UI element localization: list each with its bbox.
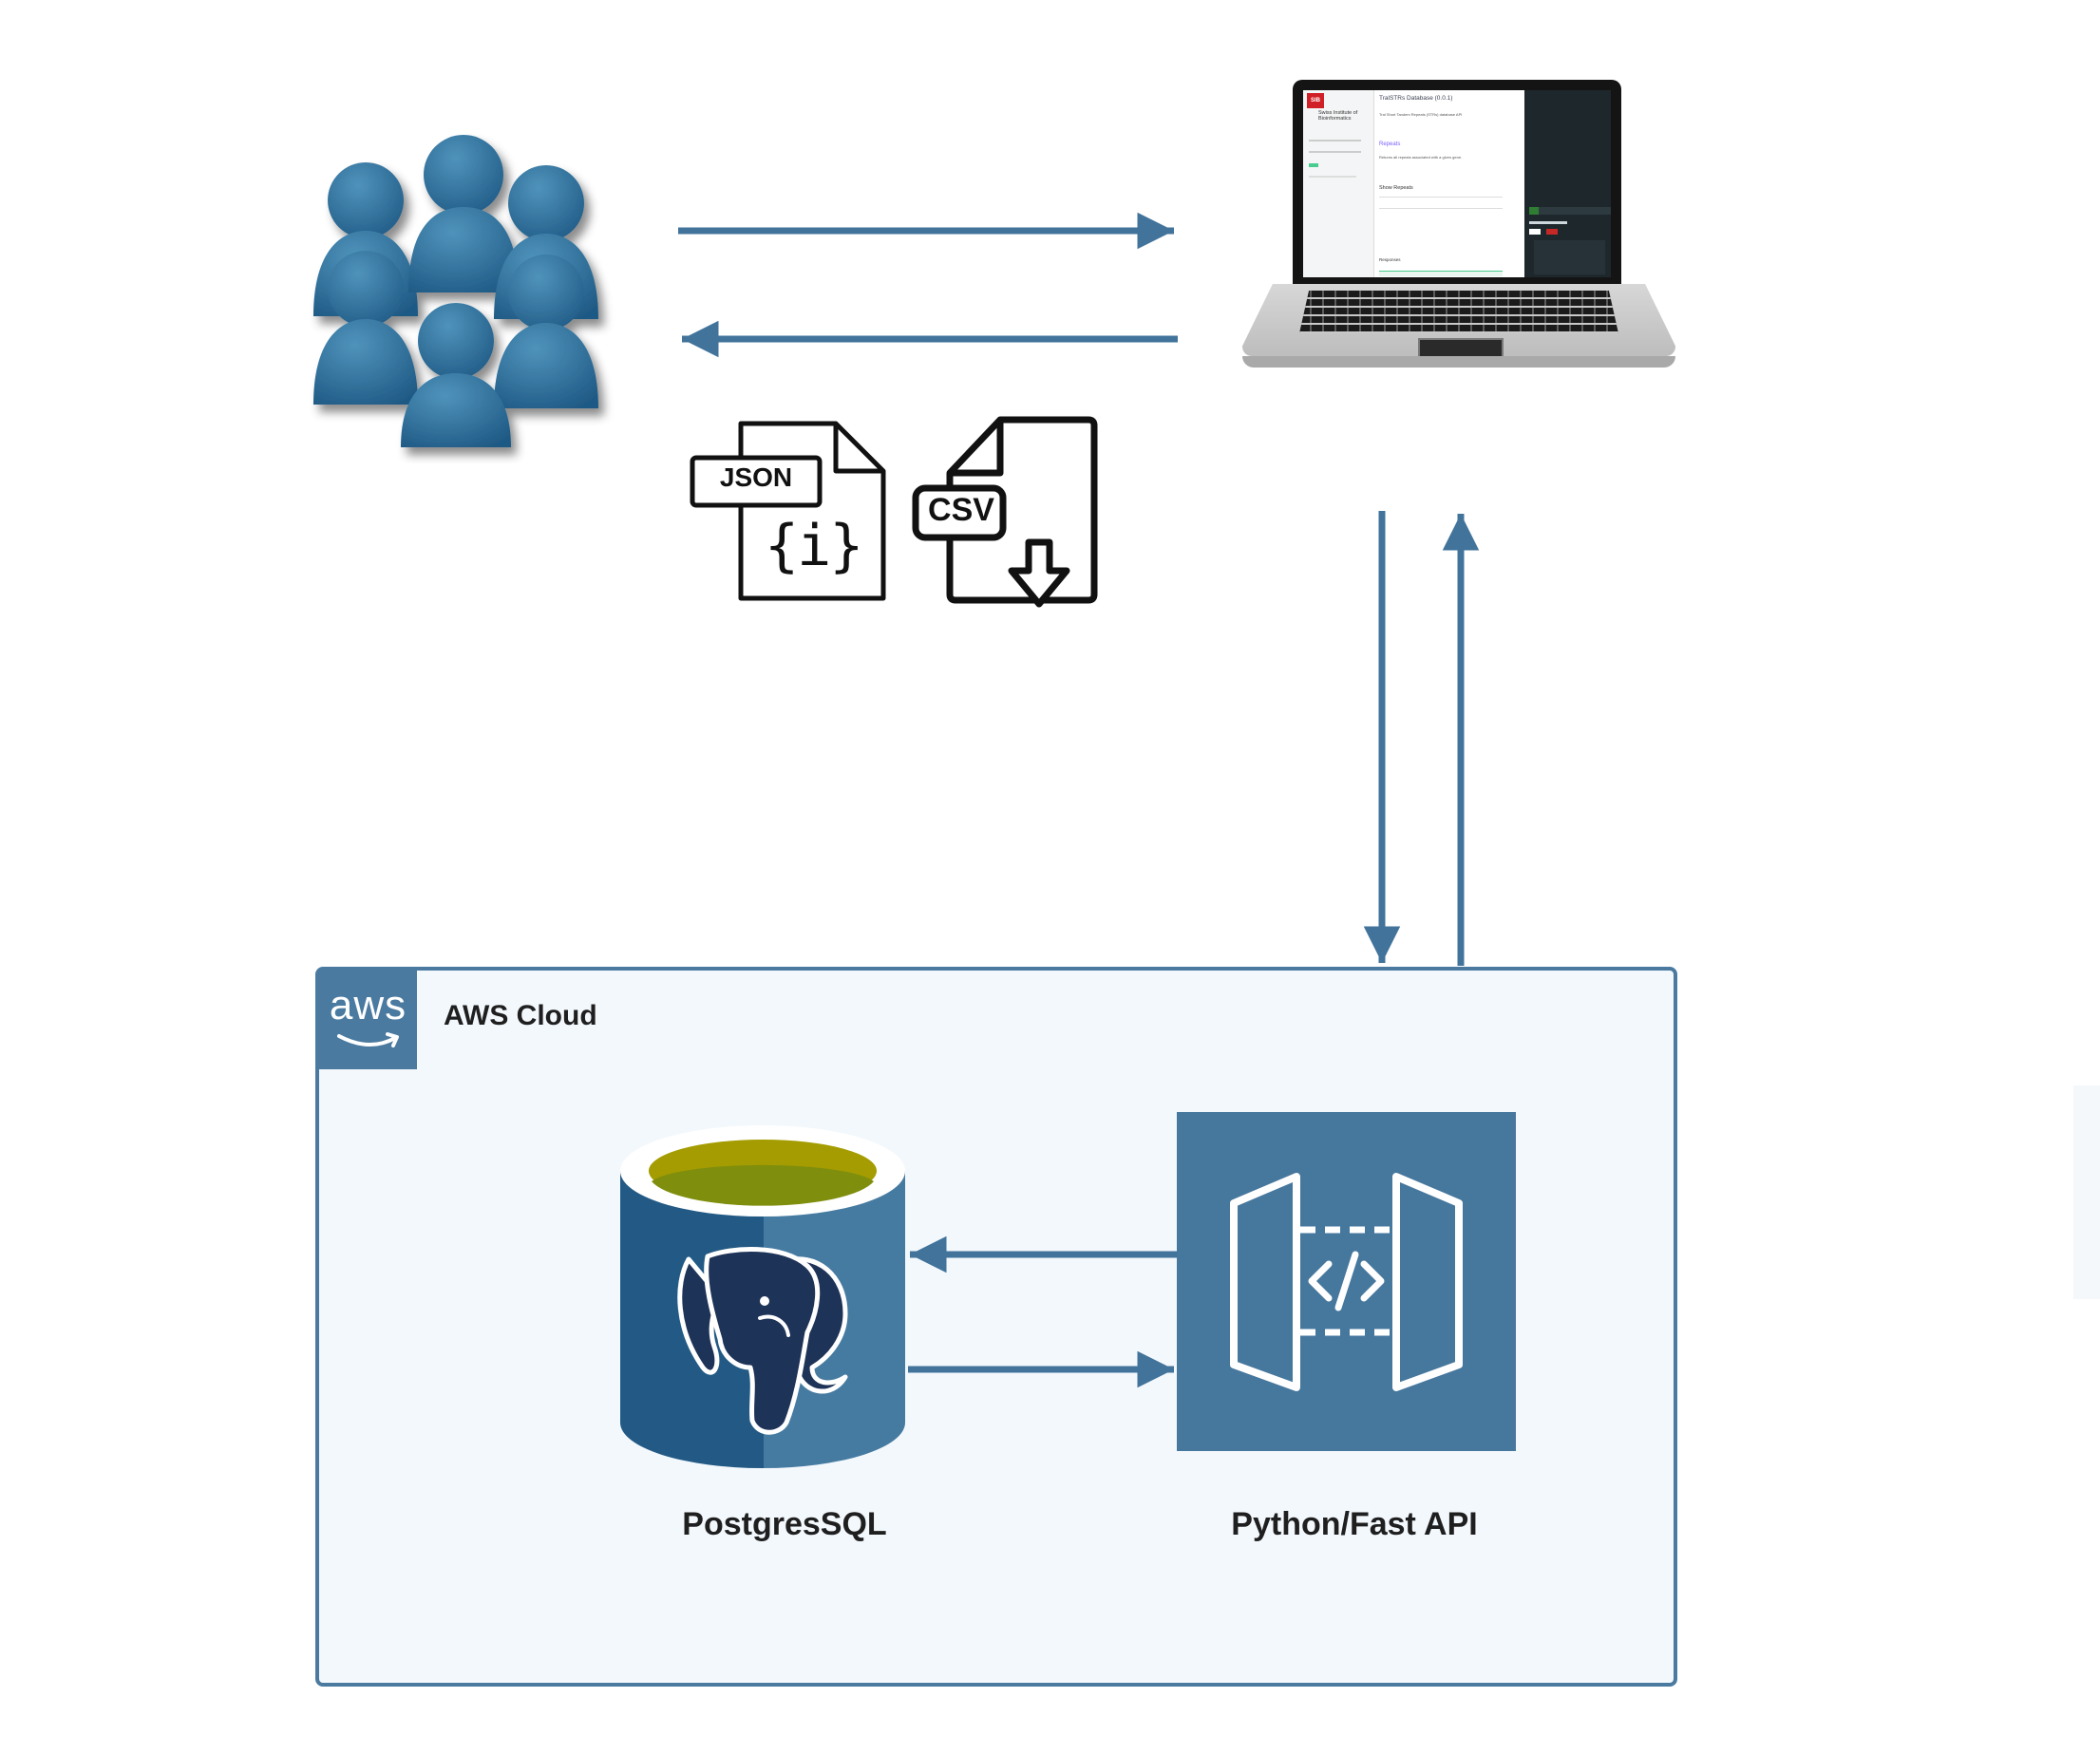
- api-gateway-icon: [1230, 1173, 1463, 1391]
- json-label: JSON: [719, 462, 793, 492]
- app-subtitle: Tral Short Tandem Repeats (STRs) databas…: [1379, 112, 1463, 117]
- database-label: PostgresSQL: [682, 1506, 887, 1542]
- edge-panel: [2073, 1085, 2100, 1299]
- aws-cloud-title: AWS Cloud: [444, 1000, 597, 1031]
- elephant-icon: [677, 1246, 848, 1435]
- org-name: Swiss Institute of Bioinformatics: [1318, 110, 1358, 122]
- users-group-icon: [313, 135, 598, 447]
- laptop-screen: SIB Swiss Institute of Bioinformatics Tr…: [1303, 90, 1611, 277]
- laptop-icon: SIB Swiss Institute of Bioinformatics Tr…: [1242, 80, 1675, 384]
- csv-label: CSV: [928, 492, 994, 528]
- section-desc: Returns all repeats associated with a gi…: [1379, 155, 1463, 160]
- endpoint-label: Show Repeats: [1379, 185, 1413, 191]
- api-gateway-tile: [1177, 1112, 1516, 1451]
- aws-smile-icon: [337, 1032, 399, 1047]
- app-title: TralSTRs Database (0.0.1): [1379, 95, 1453, 102]
- section-heading: Repeats: [1379, 141, 1401, 147]
- aws-logo-tile: aws: [319, 971, 417, 1069]
- postgres-database-icon: [620, 1125, 905, 1468]
- responses-label: Responses: [1379, 257, 1401, 262]
- api-label: Python/Fast API: [1231, 1506, 1478, 1542]
- csv-file-icon: [912, 416, 1098, 608]
- aws-logo: aws: [329, 982, 407, 1028]
- sib-logo: SIB: [1307, 93, 1324, 108]
- json-file-icon: [690, 421, 886, 601]
- json-glyph: {i}: [765, 513, 863, 579]
